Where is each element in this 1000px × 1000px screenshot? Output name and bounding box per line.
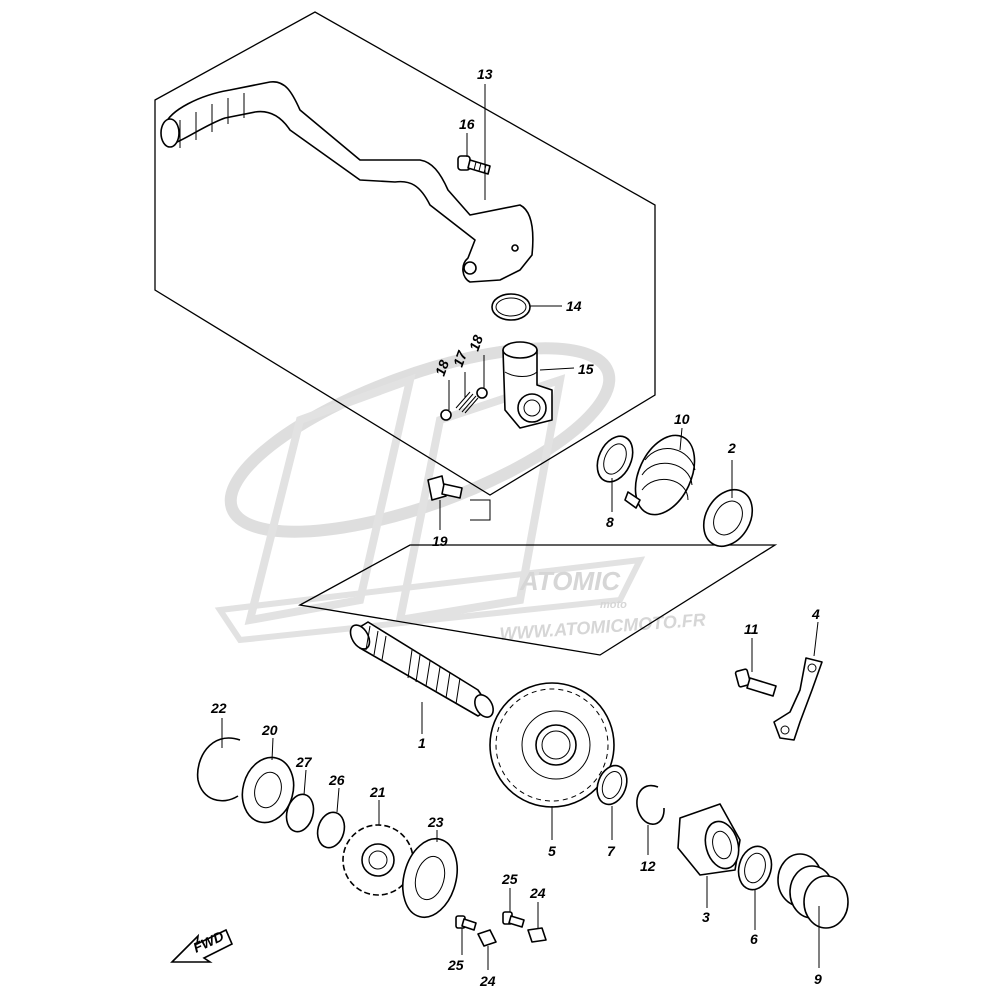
watermark-url: WWW.ATOMICMOTO.FR [499, 610, 707, 644]
callout-1: 1 [418, 735, 426, 751]
callout-9: 9 [814, 971, 822, 987]
callout-20: 20 [261, 722, 278, 738]
callout-25a: 25 [501, 871, 518, 887]
kickstarter-group-box [298, 544, 778, 656]
callout-21: 21 [369, 784, 386, 800]
callout-6: 6 [750, 931, 758, 947]
guide-plate-4 [773, 657, 823, 741]
washer-2 [702, 488, 754, 548]
callout-12: 12 [640, 858, 656, 874]
callout-25b: 25 [447, 957, 464, 973]
fwd-arrow: FWD [170, 928, 234, 963]
callout-27: 27 [295, 754, 313, 770]
kick-lever [160, 81, 534, 283]
callout-5: 5 [548, 843, 556, 859]
leader-lines [221, 84, 820, 970]
bolt-19 [427, 475, 463, 501]
washer-7 [596, 764, 628, 806]
callout-4: 4 [811, 606, 820, 622]
washer-8 [596, 435, 634, 483]
callout-15: 15 [578, 361, 594, 377]
kick-gear-5 [489, 682, 615, 808]
seal-23 [402, 837, 458, 919]
ball-18b [476, 387, 488, 399]
circlip-12 [636, 784, 665, 825]
spring-9 [777, 853, 849, 929]
callout-17: 17 [450, 348, 471, 369]
kick-lever-group-box [154, 11, 656, 496]
callouts: 13 16 14 15 18 17 18 19 10 2 8 4 11 1 5 … [210, 66, 822, 989]
callout-18a: 18 [432, 358, 452, 378]
kick-shaft-boss-15 [502, 341, 553, 429]
washer-27 [285, 793, 315, 833]
bolt-25a [455, 915, 477, 931]
idle-gear-21 [342, 824, 414, 896]
callout-23: 23 [427, 814, 444, 830]
lock-washer-20 [241, 756, 295, 824]
ratchet-3 [677, 803, 741, 876]
callout-24b: 24 [479, 973, 496, 989]
callout-16: 16 [459, 116, 475, 132]
callout-22: 22 [210, 700, 227, 716]
callout-19: 19 [432, 533, 448, 549]
spring-17 [455, 391, 479, 414]
callout-13: 13 [477, 66, 493, 82]
washer-24a [477, 929, 497, 947]
callout-26: 26 [328, 772, 345, 788]
washer-24b [527, 927, 547, 943]
kick-spring-10 [624, 434, 696, 516]
bolt-11 [734, 668, 777, 697]
watermark-sub: moto [600, 599, 627, 611]
bolt-25b [502, 911, 525, 928]
callout-2: 2 [727, 440, 736, 456]
washer-26 [316, 811, 346, 849]
callout-10: 10 [674, 411, 690, 427]
callout-8: 8 [606, 514, 614, 530]
callout-24a: 24 [529, 885, 546, 901]
watermark-brand: ATOMIC [519, 566, 621, 596]
callout-18b: 18 [466, 333, 486, 353]
callout-7: 7 [607, 843, 616, 859]
box-19-link [470, 499, 491, 521]
callout-3: 3 [702, 909, 710, 925]
callout-11: 11 [744, 621, 759, 637]
circlip-22 [196, 737, 241, 802]
washer-6 [737, 845, 773, 891]
callout-14: 14 [566, 298, 582, 314]
ball-18a [440, 409, 452, 421]
kick-shaft-1 [349, 621, 494, 718]
